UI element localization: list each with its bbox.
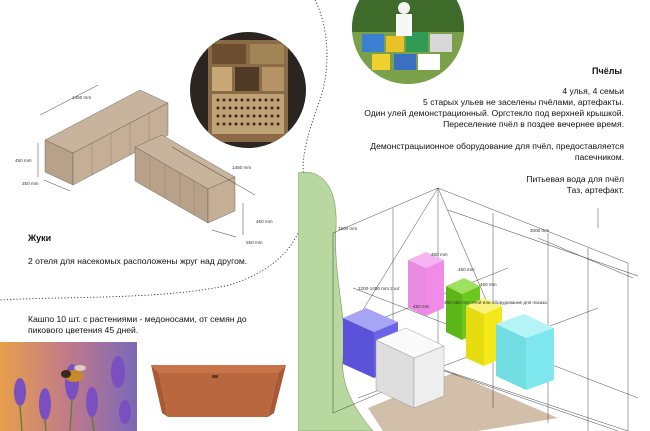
- insect-hotel-drawing: 1450 mm 450 mm 250 mm 1450 mm 450 mm 250…: [15, 85, 273, 245]
- bees-line: Демонстрацыионное оборудование для пчёл,…: [370, 141, 624, 151]
- dim-len-top: 1450 mm: [72, 95, 91, 100]
- apiary-diagram: 3000 mm 1500 mm 450 mm 450 mm 450 mm 450…: [298, 171, 639, 431]
- hive-label: 450-450 mm Улей или оборудование для пок…: [444, 299, 547, 305]
- bees-line: [364, 130, 624, 141]
- bees-line: Таз, артефакт.: [566, 185, 624, 195]
- dim-450-b: 450 mm: [458, 267, 475, 272]
- lavender-bee-photo: [0, 342, 137, 431]
- dim-450-d: 450 mm: [413, 304, 430, 309]
- planter-box: [151, 365, 286, 417]
- bees-line: Питьевая вода для пчёл: [526, 174, 624, 184]
- insect-hotel-photo: [190, 32, 306, 148]
- dim-450-a: 450 mm: [431, 252, 448, 257]
- bees-description: 4 улья, 4 семьи 5 старых ульев не заселе…: [364, 86, 624, 196]
- bees-line: 5 старых ульев не заселены пчёлами, арте…: [423, 97, 624, 107]
- dim-450-c: 450 mm: [480, 282, 497, 287]
- bees-line: пасечником.: [574, 152, 624, 162]
- dim-3000: 3000 mm: [530, 228, 549, 233]
- planters-description: Кашпо 10 шт. с растениями - медоносами, …: [28, 314, 247, 335]
- dim-height: 450 mm: [15, 158, 32, 163]
- bees-line: Переселение пчёл в поздее вечернее время…: [443, 119, 624, 129]
- dim-stack: 1200-1450 mm 2 шт: [358, 286, 401, 291]
- beetles-title: Жуки: [28, 233, 52, 243]
- dim-1500: 1500 mm: [338, 226, 357, 231]
- dim-height-2: 450 mm: [256, 219, 273, 224]
- dim-len-bottom: 1450 mm: [232, 165, 251, 170]
- dim-depth: 250 mm: [22, 181, 39, 186]
- bees-line: Один улей демонстрационный. Оргстекло по…: [364, 108, 624, 118]
- dim-depth-2: 250 mm: [246, 240, 263, 245]
- bees-title: Пчёлы: [592, 66, 623, 76]
- beetles-description: 2 отеля для насекомых расположены жруг н…: [28, 256, 248, 266]
- bees-line: 4 улья, 4 семьи: [562, 86, 624, 96]
